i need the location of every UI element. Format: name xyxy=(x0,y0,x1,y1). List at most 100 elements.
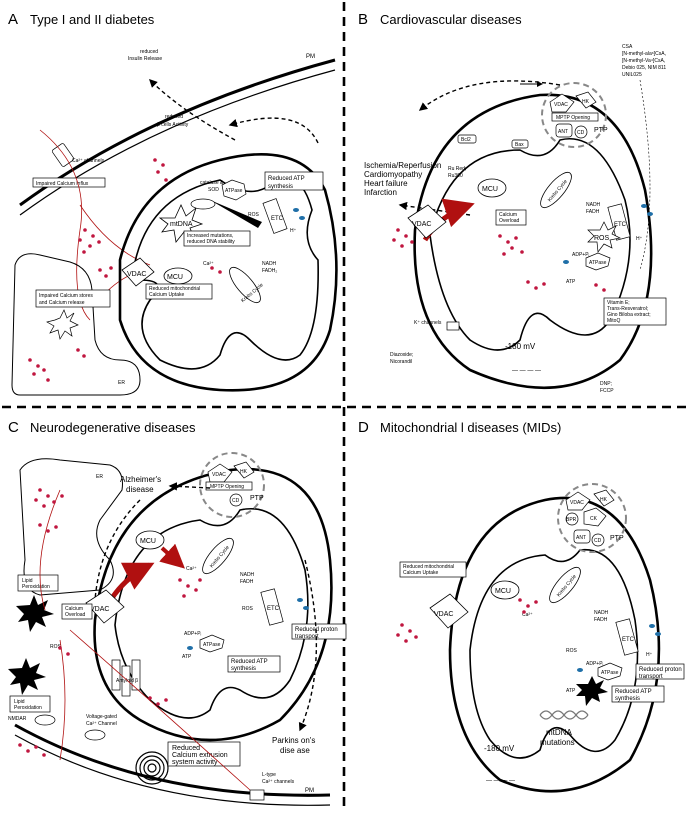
h-label-d: H⁺ xyxy=(646,652,653,658)
red-filament-c1 xyxy=(39,489,61,611)
catalase-l2: SOD xyxy=(208,187,219,193)
calcium-dots-a xyxy=(28,158,222,382)
ca-label-a: Ca²⁺ xyxy=(203,261,214,267)
disease-l4-b: Infarction xyxy=(364,188,397,197)
vdac-c xyxy=(85,589,125,624)
nadh-l2-d: FADH xyxy=(594,617,608,623)
reduced-insulin-l1: reduced xyxy=(140,49,158,55)
reduced-atp-l2: synthesis xyxy=(268,184,293,190)
insulin-arrow xyxy=(149,79,236,141)
mcu-label-d: MCU xyxy=(495,588,511,595)
vdac-pore-b xyxy=(549,93,575,113)
k-channel xyxy=(446,321,460,331)
er-membrane xyxy=(11,253,141,396)
bcl2-box xyxy=(457,134,477,144)
etc-c xyxy=(260,588,284,626)
mv-label-b: -180 mV xyxy=(505,342,536,351)
panel-a: A Type I and II diabetes PM reduced Insu… xyxy=(8,11,338,396)
panel-c-letter: C xyxy=(8,419,19,436)
impaired-influx-label: Impaired Calcium Influx xyxy=(36,181,89,187)
krebs-cycle-b xyxy=(540,171,572,209)
vitamin-l1: Vitamin E; xyxy=(607,300,630,306)
vdac-pore-d xyxy=(565,491,591,511)
ltype-channel xyxy=(249,789,265,801)
bax-label: Bax xyxy=(515,142,524,148)
mutations-l1: Increased mutations, xyxy=(187,233,233,239)
reduced-atp-l2-d: synthesis xyxy=(615,696,640,702)
disease-l1-b: Ischemia/Reperfusion xyxy=(364,161,441,170)
extrusion-l1: Reduced xyxy=(172,745,200,752)
catalase-l1: catalase & xyxy=(200,180,224,186)
ptp-label-c: PTP xyxy=(250,495,264,502)
cd-label-d: CD xyxy=(594,538,602,544)
mito-inner-membrane-c xyxy=(114,508,309,719)
krebs-cycle-c xyxy=(202,537,234,575)
vdac-label-d: VDAC xyxy=(434,611,453,618)
pm-label-c: PM xyxy=(305,788,314,794)
proton-dots-a xyxy=(293,208,305,220)
dnp-l2: FCCP xyxy=(600,388,614,394)
nadh-l1-d: NADH xyxy=(594,610,609,616)
krebs-cycle-d xyxy=(549,566,581,604)
mcu-c xyxy=(135,530,165,550)
ant-label-b: ANT xyxy=(558,129,568,135)
hk-label-b: HK xyxy=(582,99,590,105)
minus-signs-b: — — — — xyxy=(512,368,541,374)
cd-label-b: CD xyxy=(577,130,585,136)
atpase-label-b: ATPase xyxy=(589,260,607,266)
extrusion-box xyxy=(167,741,241,767)
cd-c xyxy=(229,493,243,507)
disease-l2-b: Cardiomyopathy xyxy=(364,170,422,179)
proton-l1-d: Reduced proton xyxy=(639,667,682,673)
atpase-label-d: ATPase xyxy=(601,670,619,676)
ptp-complex-d xyxy=(557,483,627,553)
red-filament-c2 xyxy=(69,629,251,791)
nadh-l2-b: FADH xyxy=(586,209,600,215)
hk-label-d: HK xyxy=(600,497,608,503)
beta-arrow xyxy=(228,117,319,144)
cd-label-c: CD xyxy=(232,498,240,504)
dnp-l1: DNP; xyxy=(600,381,612,387)
etc-b xyxy=(607,203,631,241)
ru-l1: Ru Red; xyxy=(448,166,466,172)
vdac-pore-label-c: VDAC xyxy=(212,472,226,478)
lipid2-l1: Lipid xyxy=(14,699,25,705)
ca-label-d: Ca²⁺ xyxy=(522,612,533,618)
er-label-c: ER xyxy=(96,474,103,480)
cd-b xyxy=(574,125,588,139)
vitamin-l2: Trans-Resveratrol; xyxy=(607,306,648,312)
red-filament-c3 xyxy=(59,639,66,761)
vitamin-l3: Gino Biloba extract; xyxy=(607,312,651,318)
calcium-dots-d xyxy=(396,598,538,643)
overload-l2-c: Overload xyxy=(65,612,86,618)
hk-c xyxy=(233,461,255,479)
atp-burst-d xyxy=(576,676,608,706)
minus-signs-d: — — — — xyxy=(486,778,515,784)
atpase-a xyxy=(221,179,247,201)
ck-d xyxy=(583,507,607,527)
vgcc-l2: Ca²⁺ Channel xyxy=(86,721,117,727)
mtdna-helix-2 xyxy=(539,710,589,720)
alz-l2: disease xyxy=(126,485,154,494)
pm-label: PM xyxy=(306,54,315,60)
calcium-dots-b xyxy=(392,228,606,292)
panel-b-letter: B xyxy=(358,11,368,28)
cd-d xyxy=(591,533,605,547)
vitamin-box xyxy=(603,297,667,326)
plasma-membrane-inner xyxy=(19,69,336,216)
panel-b-title: Cardiovascular diseases xyxy=(380,12,522,27)
mito-inner-membrane-b xyxy=(429,138,631,351)
mutations-l2: reduced DNA stability xyxy=(187,239,235,245)
ck-label-d: CK xyxy=(590,516,598,522)
atpase-d xyxy=(597,662,623,681)
k-label: K⁺ channels xyxy=(414,320,442,326)
ptp-label-d: PTP xyxy=(610,535,624,542)
ant-d xyxy=(573,529,591,544)
atpase-label-a: ATPase xyxy=(225,188,243,194)
ca-label-c: Ca²⁺ xyxy=(186,566,197,572)
bcl2-label: Bcl2 xyxy=(461,137,471,143)
vdac-d xyxy=(429,593,469,629)
etc-label-b: ETC xyxy=(614,222,627,228)
amyloid-bar-2 xyxy=(121,665,131,697)
reduced-atp-box-d xyxy=(611,685,665,703)
